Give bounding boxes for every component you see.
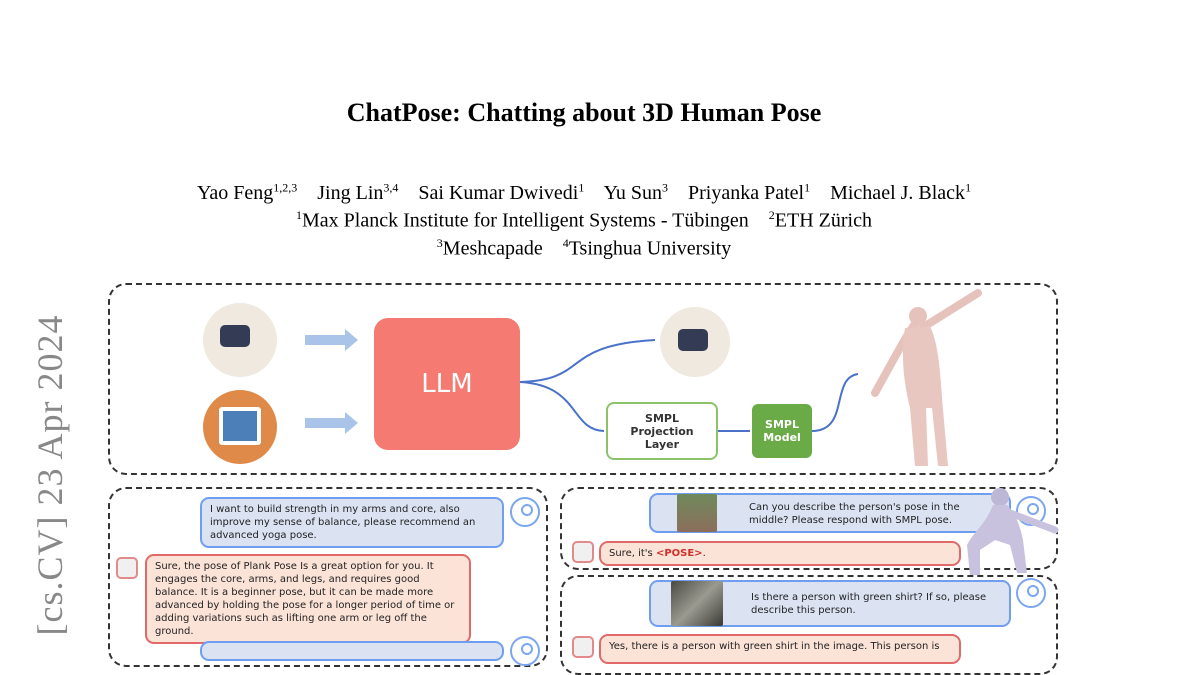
user-avatar-icon (1016, 578, 1046, 608)
aff-num: 2 (768, 208, 775, 222)
user-avatar-icon (510, 636, 540, 666)
author-aff: 1 (965, 180, 972, 194)
author-aff: 3,4 (383, 180, 399, 194)
aff-num: 1 (296, 208, 302, 222)
author-aff: 3 (662, 180, 668, 194)
aff-name: Meshcapade (442, 237, 543, 260)
human-mesh-figure (871, 289, 982, 466)
aff-num: 4 (562, 236, 569, 250)
aff-name: Tsinghua University (568, 237, 732, 260)
user-message: I want to build strength in my arms and … (200, 497, 504, 548)
author: Yao Feng1,2,3 (196, 180, 298, 204)
author: Michael J. Black1 (830, 180, 972, 204)
chat-output-icon (660, 307, 730, 377)
pipeline-panel (108, 283, 1058, 475)
author: Priyanka Patel1 (688, 180, 811, 204)
bot-avatar-icon (572, 541, 594, 563)
smpl-model-block: SMPL Model (752, 404, 812, 458)
pipeline-arrows (305, 329, 859, 434)
bot-avatar-icon (116, 557, 138, 579)
author-name: Priyanka Patel (688, 181, 805, 204)
bot-text: Sure, it's (609, 548, 656, 559)
bot-avatar-icon (572, 636, 594, 658)
crouching-mesh-figure (967, 488, 1059, 575)
llm-block: LLM (374, 318, 520, 450)
author-aff: 1 (804, 180, 811, 194)
image-input-icon (203, 390, 277, 464)
street-scene-thumbnail (671, 581, 723, 626)
bot-message: Sure, the pose of Plank Pose Is a great … (145, 554, 471, 644)
bot-text: . (702, 548, 706, 559)
affiliations-line-1: 1Max Planck Institute for Intelligent Sy… (0, 208, 1168, 233)
bot-message: Yes, there is a person with green shirt … (599, 634, 961, 664)
author-name: Sai Kumar Dwivedi (418, 181, 579, 204)
author-aff: 1,2,3 (273, 180, 298, 194)
aff-name: Max Planck Institute for Intelligent Sys… (302, 209, 749, 232)
author-name: Jing Lin (317, 181, 384, 204)
author: Sai Kumar Dwivedi1 (418, 180, 585, 204)
author-name: Yao Feng (196, 181, 274, 204)
author: Jing Lin3,4 (317, 180, 399, 204)
aff-num: 3 (436, 236, 443, 250)
chat-input-icon (203, 303, 277, 377)
paper-title: ChatPose: Chatting about 3D Human Pose (346, 98, 822, 127)
author: Yu Sun3 (603, 180, 668, 204)
pose-token: <POSE> (655, 548, 703, 559)
aff-name: ETH Zürich (774, 209, 872, 232)
author-name: Michael J. Black (830, 181, 966, 204)
affiliations-line-2: 3Meshcapade 4Tsinghua University (0, 236, 1168, 261)
bot-message: Sure, it's <POSE>. (599, 541, 961, 566)
author-list: Yao Feng1,2,3 Jing Lin3,4 Sai Kumar Dwiv… (0, 180, 1168, 205)
user-avatar-icon (510, 497, 540, 527)
user-message (200, 641, 504, 661)
baseball-catcher-thumbnail (677, 494, 717, 532)
smpl-projection-layer: SMPL Projection Layer (606, 402, 718, 460)
author-name: Yu Sun (603, 181, 662, 204)
author-aff: 1 (578, 180, 585, 194)
